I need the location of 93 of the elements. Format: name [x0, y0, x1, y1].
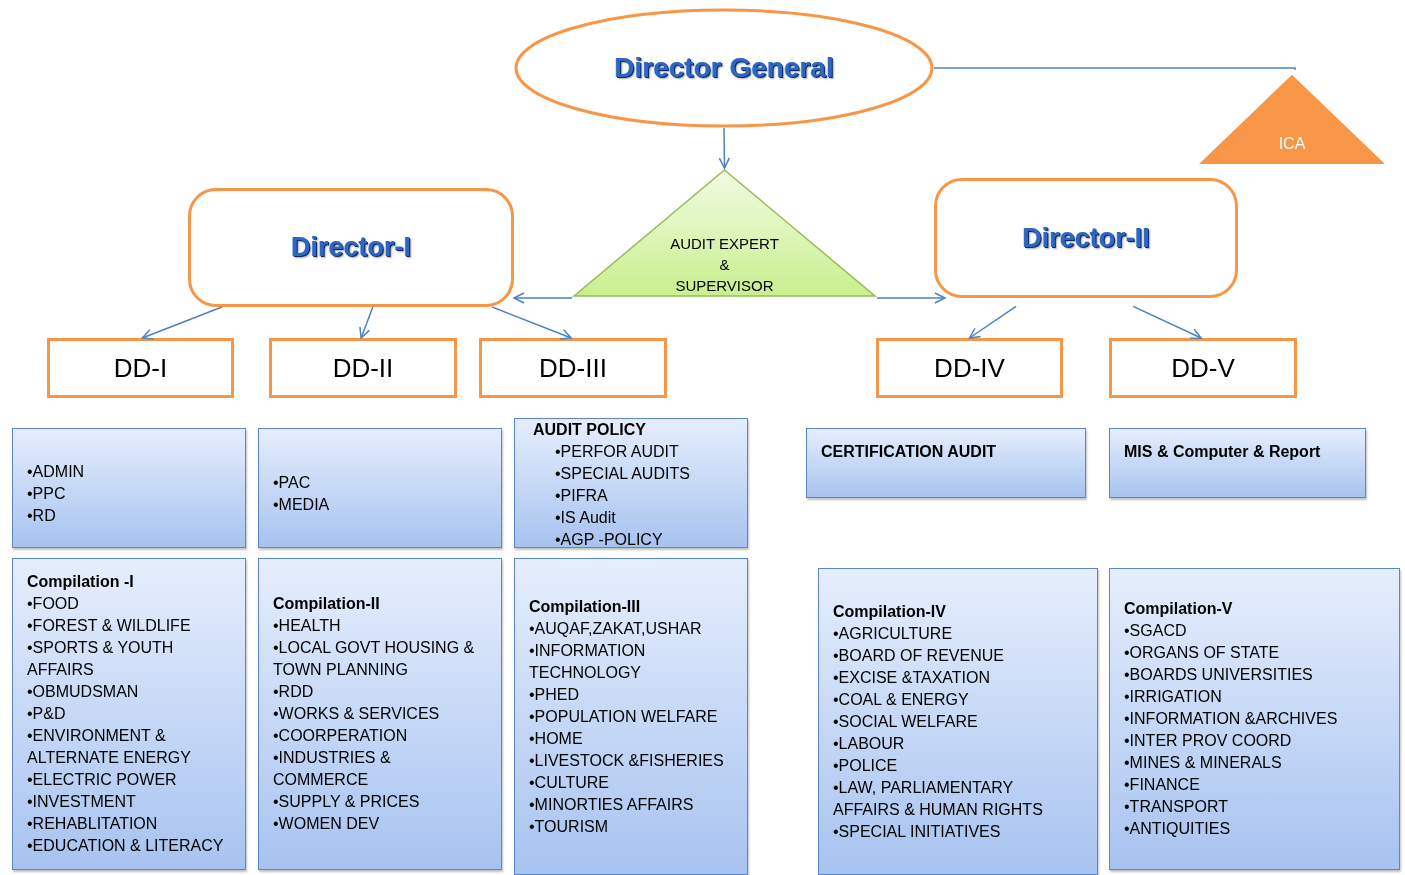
list-item: •ANTIQUITIES: [1124, 819, 1232, 839]
list-item: •INTER PROV COORD: [1124, 731, 1293, 751]
deputy-director-box: DD-II: [269, 338, 457, 398]
list-item: •HEALTH: [273, 616, 342, 636]
list-item: •MINES & MINERALS: [1124, 753, 1283, 773]
arrow: [1132, 305, 1202, 340]
director-box: Director-II: [934, 178, 1238, 298]
list-item: •LIVESTOCK &FISHERIES: [529, 750, 725, 771]
list-item: •FOREST & WILDLIFE: [27, 616, 192, 636]
list-item: •SGACD: [1124, 621, 1188, 641]
list-item: •HOME: [529, 728, 584, 749]
list-item: •WOMEN DEV: [273, 814, 381, 834]
list-panel: [1109, 568, 1400, 870]
arrow: [359, 306, 374, 339]
list-panel: [1109, 428, 1366, 498]
list-item: •INVESTMENT: [27, 792, 137, 812]
list-item: •OBMUDSMAN: [27, 682, 140, 702]
deputy-director-box: DD-IV: [876, 338, 1063, 398]
list-item: •COORPERATION: [273, 726, 409, 746]
arrow: [968, 305, 1017, 339]
list-item: •SOCIAL WELFARE: [833, 711, 979, 732]
director-box: Director-I: [188, 188, 514, 307]
list-item: •AUQAF,ZAKAT,USHAR: [529, 618, 703, 639]
arrow: [491, 306, 572, 340]
list-item: •COAL & ENERGY: [833, 689, 970, 710]
list-item: •RDD: [273, 682, 315, 702]
arrow: [513, 292, 573, 304]
list-item: •FOOD: [27, 594, 80, 614]
list-item: •PAC: [273, 473, 312, 493]
list-item: •CULTURE: [529, 772, 610, 793]
list-item: •POPULATION WELFARE: [529, 706, 719, 727]
panel-heading: Compilation-II: [273, 594, 381, 614]
list-item: •LABOUR: [833, 733, 906, 754]
panel-heading: Compilation -I: [27, 572, 135, 592]
arrow: [141, 306, 223, 340]
list-panel: [12, 558, 246, 870]
list-item: •SPECIAL INITIATIVES: [833, 821, 1002, 842]
list-item: •AGP -POLICY: [554, 530, 664, 550]
list-item: •IRRIGATION: [1124, 687, 1223, 707]
list-item: •LOCAL GOVT HOUSING & TOWN PLANNING: [273, 638, 476, 680]
node-label: ICA: [1278, 134, 1306, 154]
list-item: •TRANSPORT: [1124, 797, 1229, 817]
list-item: •PIFRA: [554, 486, 609, 506]
list-panel: [258, 428, 502, 548]
list-panel: [806, 428, 1086, 498]
list-item: •ORGANS OF STATE: [1124, 643, 1281, 663]
list-item: •PPC: [27, 484, 67, 504]
list-item: •PERFOR AUDIT: [554, 442, 680, 462]
list-item: •WORKS & SERVICES: [273, 704, 441, 724]
list-item: •INFORMATION TECHNOLOGY: [529, 640, 647, 683]
list-panel: [818, 568, 1098, 875]
list-item: •EXCISE &TAXATION: [833, 667, 992, 688]
connector-line: [933, 67, 1296, 71]
arrow: [718, 127, 731, 169]
list-item: •IS Audit: [554, 508, 617, 528]
node-label: AUDIT EXPERT & SUPERVISOR: [669, 234, 780, 296]
list-item: •P&D: [27, 704, 67, 724]
list-item: •TOURISM: [529, 816, 610, 837]
arrow: [876, 292, 946, 304]
list-item: •SPORTS & YOUTH AFFAIRS: [27, 638, 175, 680]
list-item: •PHED: [529, 684, 581, 705]
panel-heading: CERTIFICATION AUDIT: [821, 442, 998, 462]
panel-heading: Compilation-V: [1124, 599, 1234, 619]
list-item: •BOARDS UNIVERSITIES: [1124, 665, 1314, 685]
list-item: •INDUSTRIES & COMMERCE: [273, 748, 392, 790]
list-panel: [514, 418, 748, 548]
list-item: •FINANCE: [1124, 775, 1201, 795]
panel-heading: MIS & Computer & Report: [1124, 442, 1322, 462]
list-item: •BOARD OF REVENUE: [833, 645, 1005, 666]
deputy-director-box: DD-V: [1109, 338, 1297, 398]
list-panel: [258, 558, 502, 870]
list-item: •INFORMATION &ARCHIVES: [1124, 709, 1339, 729]
list-item: •ENVIRONMENT & ALTERNATE ENERGY: [27, 726, 192, 768]
list-panel: [12, 428, 246, 548]
panel-heading: AUDIT POLICY: [532, 420, 647, 440]
list-item: •SUPPLY & PRICES: [273, 792, 421, 812]
list-item: •SPECIAL AUDITS: [554, 464, 691, 484]
panel-heading: Compilation-IV: [833, 601, 947, 622]
list-item: •LAW, PARLIAMENTARY AFFAIRS & HUMAN RIGHTS: [833, 777, 1044, 820]
list-item: •MINORTIES AFFAIRS: [529, 794, 695, 815]
deputy-director-box: DD-I: [47, 338, 234, 398]
list-item: •ELECTRIC POWER: [27, 770, 178, 790]
list-panel: [514, 558, 748, 875]
list-item: •AGRICULTURE: [833, 623, 954, 644]
node-title: Director General: [614, 51, 834, 85]
list-item: •REHABLITATION: [27, 814, 159, 834]
list-item: •MEDIA: [273, 495, 331, 515]
list-item: •POLICE: [833, 755, 899, 776]
list-item: •EDUCATION & LITERACY: [27, 836, 225, 856]
list-item: •ADMIN: [27, 462, 86, 482]
deputy-director-box: DD-III: [479, 338, 667, 398]
list-item: •RD: [27, 506, 57, 526]
panel-heading: Compilation-III: [529, 596, 642, 617]
